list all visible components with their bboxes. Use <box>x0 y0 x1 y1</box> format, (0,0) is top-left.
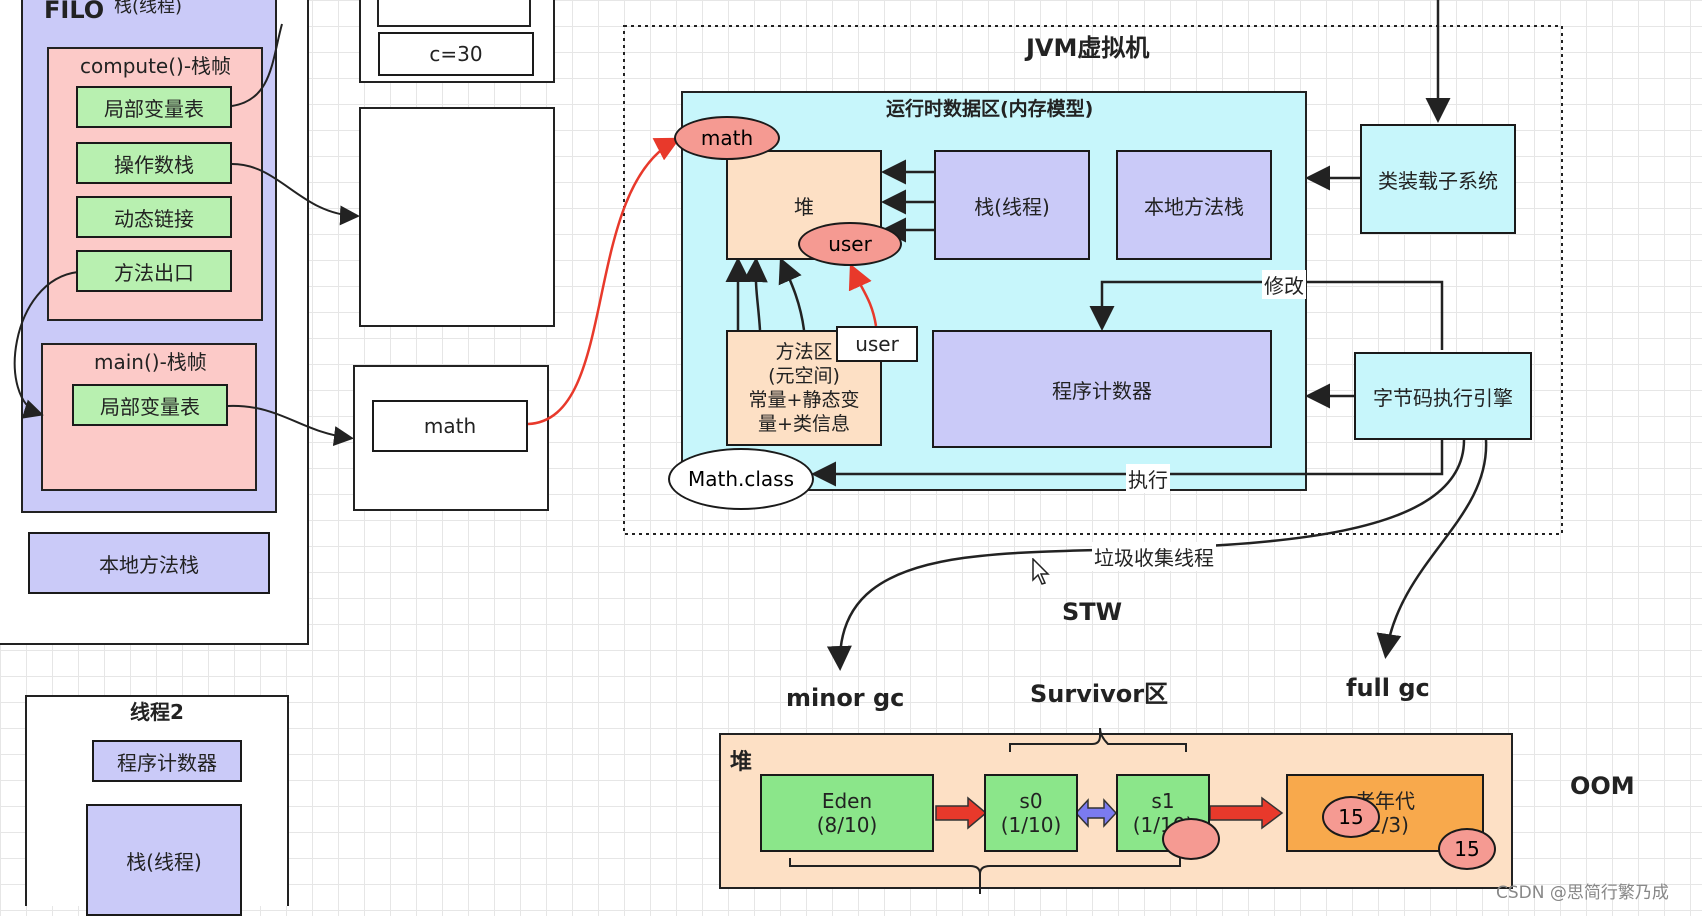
thread2-pc: 程序计数器 <box>92 740 242 782</box>
watermark: CSDN @思简行繁乃成 <box>1496 883 1669 903</box>
thread2-title: 线程2 <box>130 700 184 724</box>
jvm-program-counter: 程序计数器 <box>932 330 1272 448</box>
jvm-stack: 栈(线程) <box>934 150 1090 260</box>
mouse-cursor-icon <box>1032 558 1050 585</box>
heap-gen-title: 堆 <box>730 750 753 775</box>
compute-method-exit: 方法出口 <box>76 250 232 292</box>
main-frame-title: main()-栈帧 <box>94 350 207 374</box>
jvm-native-stack: 本地方法栈 <box>1116 150 1272 260</box>
survivor-s0: s0 (1/10) <box>984 774 1078 852</box>
full-gc-label: full gc <box>1346 674 1430 702</box>
eden-space: Eden (8/10) <box>760 774 934 852</box>
modify-label: 修改 <box>1262 270 1306 299</box>
minor-gc-label: minor gc <box>786 684 905 712</box>
oom-label: OOM <box>1570 772 1635 800</box>
c-value-box: c=30 <box>378 32 534 76</box>
jvm-heap-label: 堆 <box>794 194 814 219</box>
thread1-title: FILO <box>44 0 105 24</box>
compute-frame-title: compute()-栈帧 <box>80 54 232 78</box>
thread1-native-stack: 本地方法栈 <box>28 532 270 594</box>
compute-local-var-table: 局部变量表 <box>76 86 232 128</box>
old-gen-object-age-2: 15 <box>1438 828 1496 870</box>
gc-thread-label: 垃圾收集线程 <box>1092 542 1216 571</box>
survivor-label: Survivor区 <box>1030 680 1169 708</box>
compute-dynamic-link: 动态链接 <box>76 196 232 238</box>
compute-operand-stack: 操作数栈 <box>76 142 232 184</box>
s1-object <box>1162 818 1220 860</box>
stw-label: STW <box>1062 598 1123 626</box>
main-local-var-table: 局部变量表 <box>72 384 228 426</box>
math-class-object: Math.class <box>668 448 814 510</box>
jvm-title: JVM虚拟机 <box>1026 34 1150 62</box>
thread1-subtitle: 栈(线程) <box>114 0 183 17</box>
bytecode-execution-engine: 字节码执行引擎 <box>1354 352 1532 440</box>
operand-panel <box>359 107 555 327</box>
heap-user-object: user <box>798 222 902 266</box>
thread2-stack: 栈(线程) <box>86 804 242 916</box>
execute-label: 执行 <box>1126 464 1170 493</box>
class-loader-subsystem: 类装载子系统 <box>1360 124 1516 234</box>
method-area-user-ref: user <box>836 326 918 362</box>
jvm-boundary <box>623 25 1563 535</box>
runtime-area-title: 运行时数据区(内存模型) <box>886 98 1094 120</box>
math-ref-box: math <box>372 400 528 452</box>
old-gen-object-age-1: 15 <box>1322 796 1380 838</box>
heap-math-object: math <box>674 116 780 160</box>
